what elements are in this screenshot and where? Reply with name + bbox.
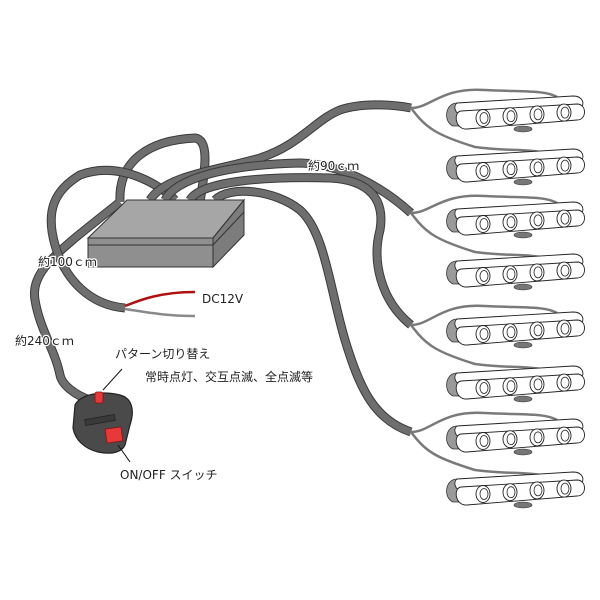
cable-sheath [212,187,413,436]
label-pattern-modes: 常時点灯、交互点滅、全点滅等 [145,369,313,384]
led-emitter [560,212,570,225]
cable-sheath [47,166,178,312]
pattern-button[interactable] [94,391,104,404]
led-emitter [533,214,543,227]
label-cable-to-switch: 約240ｃｍ [15,333,74,348]
led-wires [410,88,558,477]
led-emitter [506,433,516,446]
led-emitter [560,106,570,119]
switch-label-plate [84,413,116,427]
led-emitter [506,326,516,339]
switch-leader-line [117,444,131,463]
led-emitter [560,429,570,442]
led-bar [446,201,585,239]
label-power-switch: ON/OFF スイッチ [120,468,218,482]
led-bar [446,95,585,133]
mount-bracket [513,283,533,291]
mount-bracket [513,178,533,186]
led-wire [410,212,541,259]
mount-bracket [513,448,533,456]
control-box-front [87,237,214,268]
led-wire [410,194,558,215]
cable-to-led-pair-3 [186,173,414,329]
led-emitter [560,159,570,172]
pattern-leader-line [102,368,123,391]
led-emitter [479,270,489,282]
cables [29,100,415,437]
label-cable-to-power: 約100ｃｍ [38,254,97,269]
led-emitter [533,378,543,391]
led-emitter [506,110,516,123]
cable-to-led-pair-4 [211,186,413,437]
led-emitter [533,484,543,497]
led-emitter [533,266,543,279]
led-bar [446,311,585,349]
led-emitter [479,435,489,447]
led-bar [446,418,585,456]
led-emitter [533,324,543,337]
led-bars [446,95,585,509]
led-bar [446,365,585,403]
led-emitter [560,264,570,277]
led-emitter [479,488,489,500]
led-emitter [479,328,489,340]
mount-bracket [513,125,533,133]
led-emitter [506,216,516,229]
led-emitter [479,218,489,230]
cable-to-led-pair-2 [160,158,415,217]
led-wire [410,324,541,371]
cable-sheath [186,174,414,328]
label-power-input: DC12V [202,292,244,306]
led-emitter [506,163,516,176]
led-wire [410,411,558,434]
mount-bracket [513,395,533,403]
led-bar [446,253,585,291]
mount-bracket [513,501,533,509]
led-wire [410,304,558,327]
led-emitter [479,382,489,394]
led-emitter [533,431,543,444]
led-wire [410,88,558,110]
cable-sheath [147,101,412,203]
gray-wire [124,307,196,318]
led-emitter [506,380,516,393]
led-emitter [479,112,489,124]
cable-to-power [46,165,179,313]
red-wire [124,290,196,308]
led-emitter [560,376,570,389]
led-wire [410,107,541,154]
led-bar [446,471,585,509]
led-emitter [560,482,570,495]
led-emitter [560,322,570,335]
led-wire [410,431,541,477]
led-emitter [533,108,543,121]
switch-controller[interactable] [72,391,133,454]
cable-sheath [161,159,414,216]
control-box [86,198,246,269]
power-lead [124,290,196,318]
led-emitter [506,268,516,281]
label-pattern-button: パターン切り替え [115,347,210,361]
led-emitter [533,161,543,174]
cable-to-led-pair-1 [146,100,412,203]
on-off-switch[interactable] [104,426,124,444]
label-cable-to-leds: 約90ｃｍ [308,158,359,173]
mount-bracket [513,231,533,239]
mount-bracket [513,341,533,349]
led-emitter [506,486,516,499]
led-bar [446,148,585,186]
led-emitter [479,165,489,177]
